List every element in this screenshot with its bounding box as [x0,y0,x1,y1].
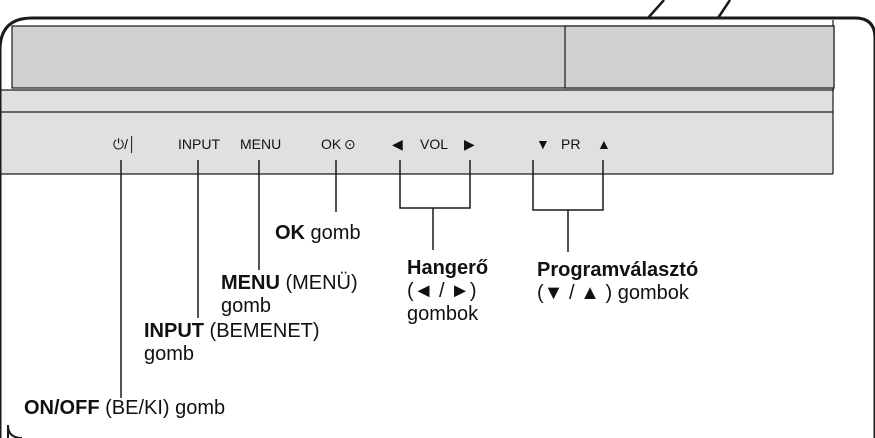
onoff-callout-rest: (BE/KI) gomb [99,397,226,419]
monitor-body-bottom [7,424,23,438]
volume-callout-line3: gombok [407,303,479,325]
pr-up-arrow-icon: ▲ [597,136,611,152]
screen-right-panel [564,25,835,89]
input-callout-label: INPUT (BEMENET) gomb [144,320,320,366]
volume-callout-bold: Hangerő [407,257,489,279]
vol-left-arrow-icon: ◀ [392,136,403,152]
input-callout-bold: INPUT [144,320,204,342]
volume-callout-line2: (◄ / ►) [407,280,477,302]
program-callout-line2: (▼ / ▲ ) gombok [537,282,689,304]
stand-line-left [647,0,665,19]
vol-label: VOL [420,136,449,152]
input-button-label: INPUT [178,136,220,152]
menu-button-label: MENU [240,136,282,152]
callout-volume [399,160,471,250]
menu-callout-rest: (MENÜ) [279,272,358,294]
onoff-callout-label: ON/OFF (BE/KI) gomb [24,397,225,420]
stand-line-right [716,0,732,19]
pr-down-arrow-icon: ▼ [536,136,550,152]
input-callout-rest: (BEMENET) [204,320,320,342]
ok-callout-rest: gomb [305,222,361,244]
program-callout-bold: Programválasztó [537,259,699,281]
menu-callout-bold: MENU [221,272,280,294]
ok-target-icon: ⊙ [344,136,356,152]
onoff-callout-bold: ON/OFF [24,397,100,419]
callout-program [532,160,604,252]
power-button-glyph: ⏻/│ [113,136,137,152]
program-callout-label: Programválasztó (▼ / ▲ ) gombok [537,259,698,305]
bezel-strip [1,90,834,174]
input-callout-line2: gomb [144,343,195,365]
menu-callout-line2: gomb [221,295,272,317]
menu-callout-label: MENU (MENÜ) gomb [221,272,358,318]
ok-button-label: OK [321,136,342,152]
pr-label: PR [561,136,581,152]
volume-callout-label: Hangerő (◄ / ►) gombok [407,257,488,326]
vol-right-arrow-icon: ▶ [464,136,475,152]
ok-callout-label: OK gomb [275,222,361,245]
ok-callout-bold: OK [275,222,305,244]
